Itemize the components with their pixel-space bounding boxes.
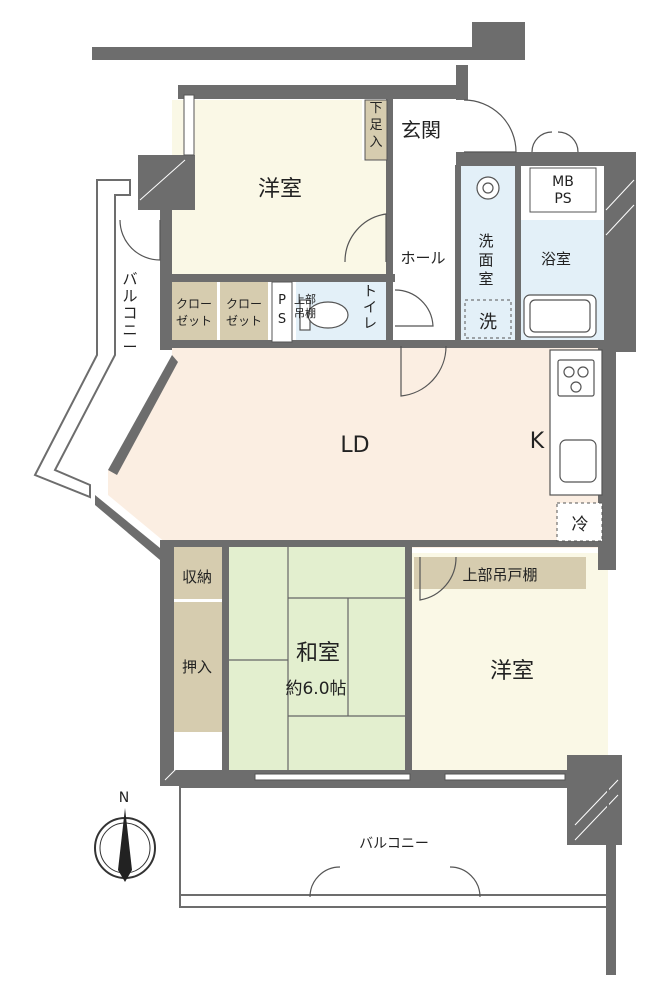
label-compass-north: N	[119, 790, 129, 806]
shoe-box	[364, 99, 388, 161]
label-washitsu: 和室	[296, 641, 340, 666]
balcony-west	[33, 179, 131, 499]
storage-floor	[172, 541, 222, 599]
label-storage: 収納	[182, 568, 212, 586]
label-closet-1: クローゼット	[176, 297, 212, 328]
label-washroom: 洗面室	[478, 232, 493, 288]
label-upper-shelf-toilet: 上部吊棚	[294, 292, 316, 320]
ps-box	[271, 281, 293, 343]
doors	[119, 99, 579, 898]
label-washer: 洗	[479, 312, 497, 333]
room-hall	[390, 160, 457, 345]
corridor-wall	[92, 22, 525, 60]
label-fridge: 冷	[572, 515, 589, 535]
label-closet-2: クローゼット	[226, 297, 262, 328]
label-western-room-south: 洋室	[490, 659, 534, 684]
label-ld: LD	[340, 433, 369, 458]
label-entrance: 玄関	[401, 118, 441, 142]
label-western-room-north: 洋室	[258, 177, 302, 202]
label-balcony-south: バルコニー	[359, 836, 429, 852]
bathtub-icon	[523, 294, 597, 338]
label-toilet: トイレ	[363, 284, 377, 332]
label-hall: ホール	[400, 249, 445, 267]
closet-1-floor	[172, 282, 217, 342]
label-upper-cabinet: 上部吊戸棚	[462, 566, 537, 584]
closet-2-floor	[220, 282, 268, 342]
sink-icon	[476, 176, 500, 200]
toilet-icon	[299, 299, 349, 331]
room-western-south	[410, 553, 608, 771]
upper-cabinet-box	[414, 557, 586, 589]
label-shoe-box: 下足入	[369, 101, 382, 150]
balcony-south-end	[606, 830, 616, 975]
compass-icon	[94, 808, 156, 882]
stove-icon	[557, 359, 595, 397]
room-washitsu	[228, 545, 408, 772]
kitchen-sink-icon	[559, 439, 597, 483]
walls	[95, 65, 636, 845]
mb-ps-box	[529, 167, 597, 213]
windows	[183, 94, 566, 781]
oshiire-floor	[172, 602, 222, 732]
label-kitchen: K	[530, 429, 545, 454]
room-ld	[108, 346, 608, 548]
label-balcony-west: バルコニー	[122, 270, 137, 356]
label-oshiire: 押入	[182, 658, 212, 676]
fridge-box	[556, 502, 603, 542]
label-bathroom: 浴室	[541, 250, 571, 268]
label-washitsu-size: 約6.0帖	[285, 679, 346, 699]
room-western-north	[172, 100, 390, 278]
hatching	[139, 159, 635, 841]
